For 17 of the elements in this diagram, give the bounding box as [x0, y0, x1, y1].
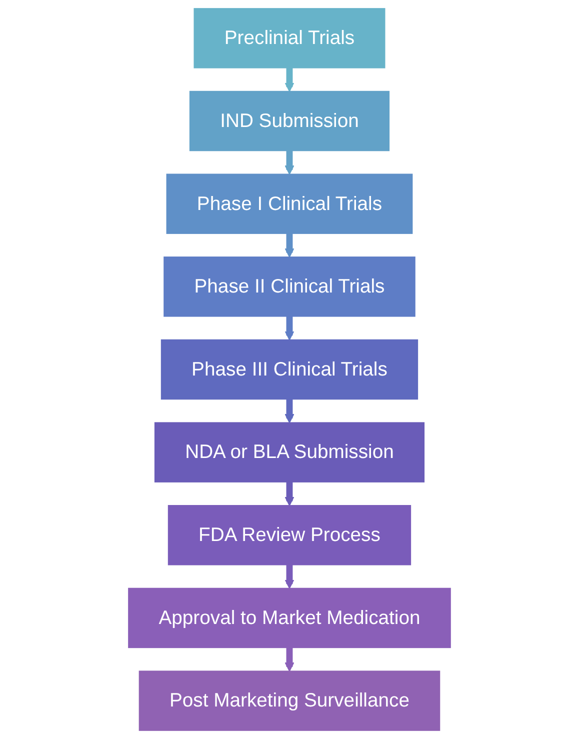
- node-box: Phase II Clinical Trials: [163, 256, 415, 317]
- arrow: [284, 66, 294, 92]
- node-box: Phase III Clinical Trials: [160, 339, 418, 400]
- node-box: Post Marketing Surveillance: [138, 670, 440, 731]
- node-box: IND Submission: [188, 90, 390, 152]
- node-box: Approval to Market Medication: [128, 588, 450, 648]
- arrow: [284, 232, 294, 258]
- node-box: FDA Review Process: [167, 505, 411, 566]
- node-box: Phase I Clinical Trials: [166, 174, 412, 234]
- arrow: [284, 480, 294, 506]
- arrow: [284, 563, 294, 589]
- arrow: [284, 398, 294, 424]
- arrow: [284, 315, 294, 340]
- node-box: NDA or BLA Submission: [154, 422, 424, 482]
- arrow: [284, 646, 294, 672]
- node-box: Preclinial Trials: [193, 8, 385, 68]
- arrow: [284, 149, 294, 175]
